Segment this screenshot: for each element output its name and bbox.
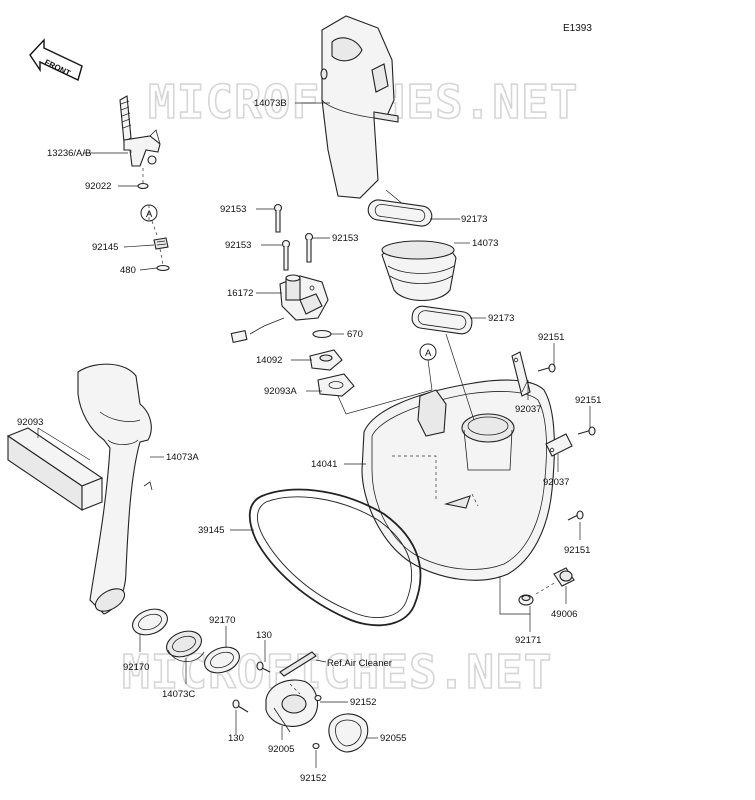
bolt-92151-b [577,426,596,436]
gasket-92093a [317,373,355,397]
bolt-92153-a [273,203,283,233]
gasket-92055 [328,713,369,753]
label-130-upper: 130 [256,630,272,641]
label-92170-right: 92170 [209,615,235,626]
label-92171: 92171 [515,635,541,646]
clamp-ring-92173-upper [367,199,433,227]
clamp-92170-left [132,608,168,636]
sleeve-14073c [166,630,205,662]
actuator-16172 [230,274,329,343]
bracket-92037-b [545,433,573,457]
label-92152-lower: 92152 [300,773,326,784]
label-92037-a: 92037 [515,404,541,415]
drive-belt-39145 [248,488,422,627]
bolt-92151-a [537,363,556,373]
label-92005: 92005 [268,744,294,755]
label-92145: 92145 [92,242,118,253]
label-130-lower: 130 [228,733,244,744]
tensioner-bracket-13236 [119,95,161,167]
label-92173-upper: 92173 [461,214,487,225]
label-92037-b: 92037 [543,477,569,488]
cvt-cover-14041 [361,379,555,581]
o-ring-670 [312,329,332,339]
label-13236: 13236/A/B [47,148,91,159]
label-480: 480 [120,265,136,276]
rod-ref-air-cleaner [279,651,317,677]
grommet-92171 [518,594,534,606]
label-92153-b: 92153 [225,240,251,251]
label-92055: 92055 [380,733,406,744]
label-92151-c: 92151 [564,545,590,556]
washer-480 [156,264,170,272]
bolt-130-upper [256,661,271,673]
label-670: 670 [347,329,363,340]
label-14073b: 14073B [254,98,287,109]
bolt-92153-c [304,232,314,263]
filter-92093 [6,427,104,512]
label-39145: 39145 [198,525,224,536]
screw-92152-lower [312,742,320,750]
clamp-ring-92173-lower [411,305,473,335]
diagram-id: E1393 [563,23,592,34]
label-92170-left: 92170 [123,662,149,673]
marker-a-right: A [425,348,432,359]
intake-duct-14073a [77,363,153,615]
clamp-92170-right [204,646,240,674]
label-92151-a: 92151 [538,332,564,343]
label-92022: 92022 [85,181,111,192]
label-92152-upper: 92152 [350,697,376,708]
rubber-boot-14073 [381,240,457,301]
label-92093a: 92093A [264,386,297,397]
label-16172: 16172 [227,288,253,299]
label-92153-c: 92153 [332,233,358,244]
label-92151-b: 92151 [575,395,601,406]
label-14073: 14073 [472,238,498,249]
label-14041: 14041 [311,459,337,470]
label-92093: 92093 [17,417,43,428]
bolt-130-lower [232,699,249,713]
intake-duct-14073b [320,15,399,199]
label-14092: 14092 [256,355,282,366]
washer-92022 [137,182,149,190]
label-92153-a: 92153 [220,204,246,215]
screw-92152-upper [314,694,322,702]
label-92173-lower: 92173 [488,313,514,324]
label-ref-air-cleaner: Ref.Air Cleaner [327,658,392,669]
housing-92005 [265,679,319,733]
bolt-92151-c [567,510,584,521]
label-49006: 49006 [551,609,577,620]
plate-14092 [309,349,343,371]
bolt-92153-b [281,239,291,271]
label-14073c: 14073C [162,689,195,700]
cap-49006 [553,567,575,587]
front-arrow-icon [29,38,83,81]
marker-a-left: A [146,209,153,220]
label-14073a: 14073A [166,452,199,463]
nut-92145 [153,237,169,250]
